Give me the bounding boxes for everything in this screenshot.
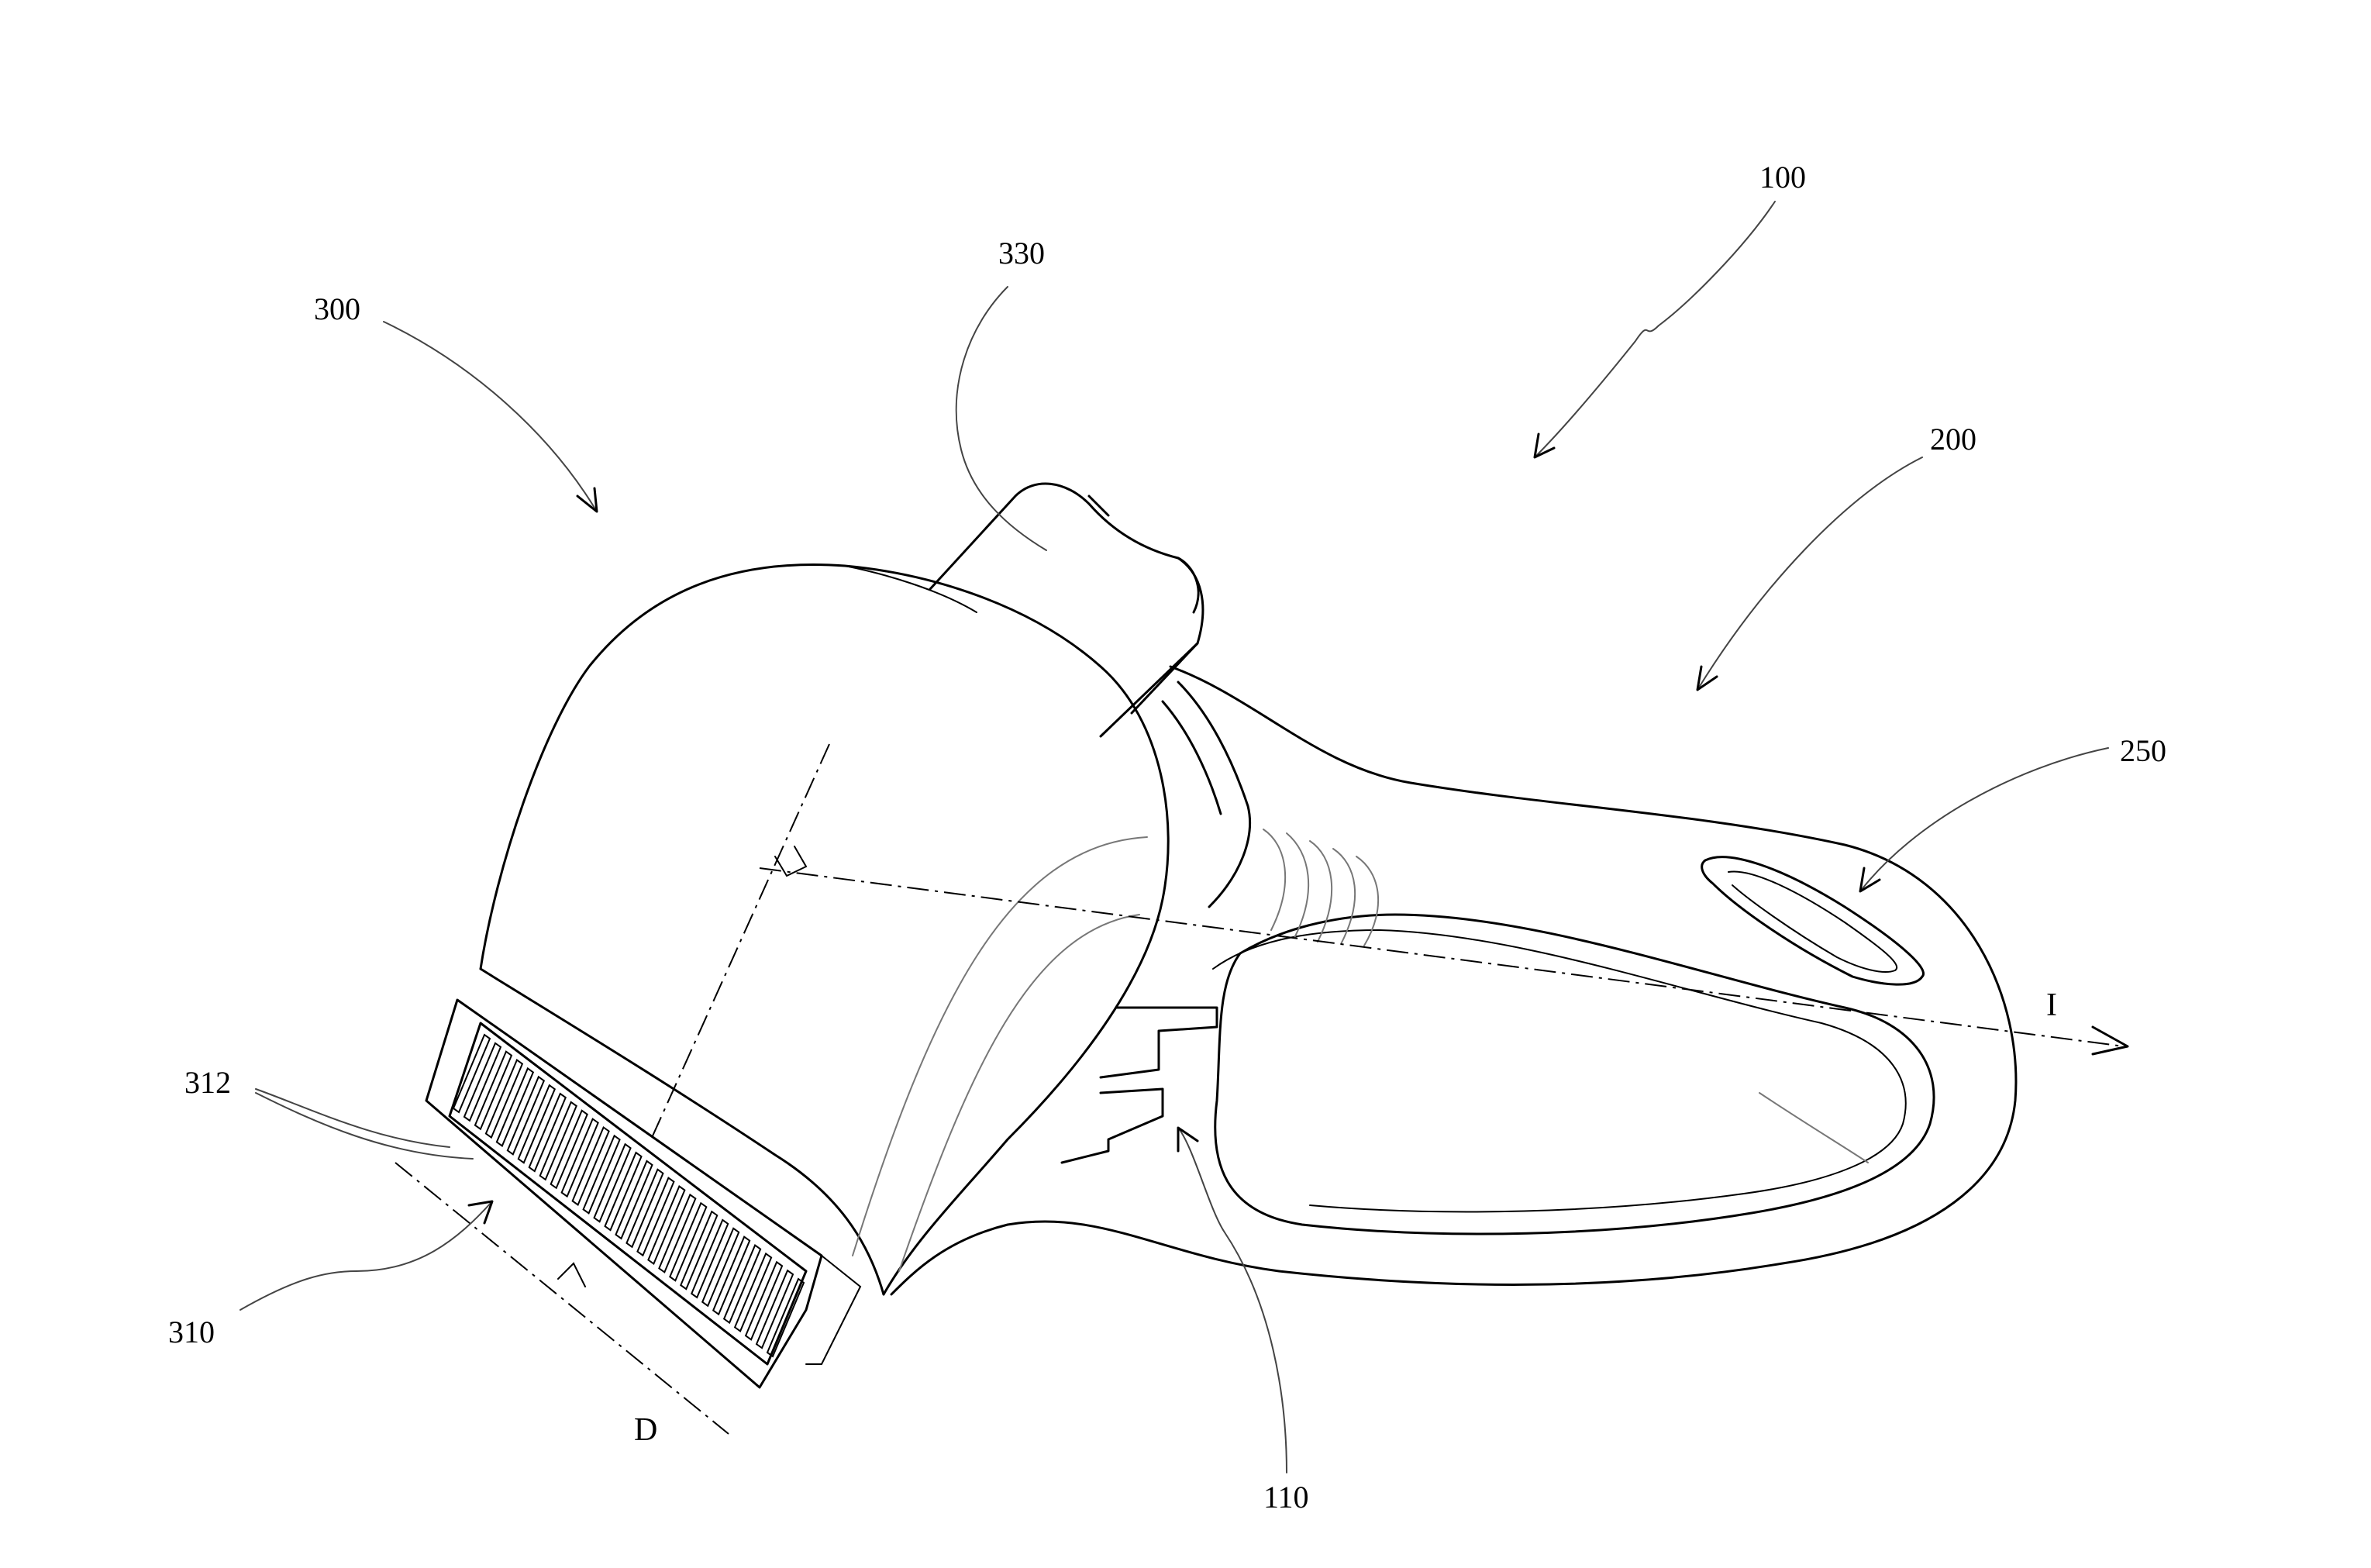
callout-200: 200 (1697, 422, 1976, 690)
label-300: 300 (314, 291, 360, 326)
label-200: 200 (1930, 422, 1976, 457)
handle-body (891, 667, 2016, 1294)
callout-100: 100 (1535, 160, 1806, 457)
label-330: 330 (998, 236, 1045, 271)
handle-slot-250 (1702, 857, 1924, 984)
axis-I: I (760, 868, 2128, 1054)
callout-310: 310 (168, 1201, 492, 1349)
label-110: 110 (1263, 1480, 1309, 1515)
label-100: 100 (1759, 160, 1806, 195)
axis-label-I: I (2046, 987, 2057, 1023)
label-310: 310 (168, 1315, 215, 1349)
grip-ribs (1263, 829, 1378, 946)
callout-110: 110 (1178, 1128, 1309, 1515)
callout-312: 312 (184, 1065, 473, 1159)
callout-250: 250 (1860, 733, 2166, 891)
label-312: 312 (184, 1065, 231, 1100)
label-250: 250 (2120, 733, 2166, 768)
head-cap-330 (930, 484, 1203, 736)
blade-310 (426, 1000, 860, 1387)
head-housing (481, 565, 1168, 1294)
axis-label-D: D (634, 1412, 657, 1448)
blade-teeth (453, 1035, 804, 1356)
callout-300: 300 (314, 291, 597, 512)
callout-330: 330 (956, 236, 1046, 550)
